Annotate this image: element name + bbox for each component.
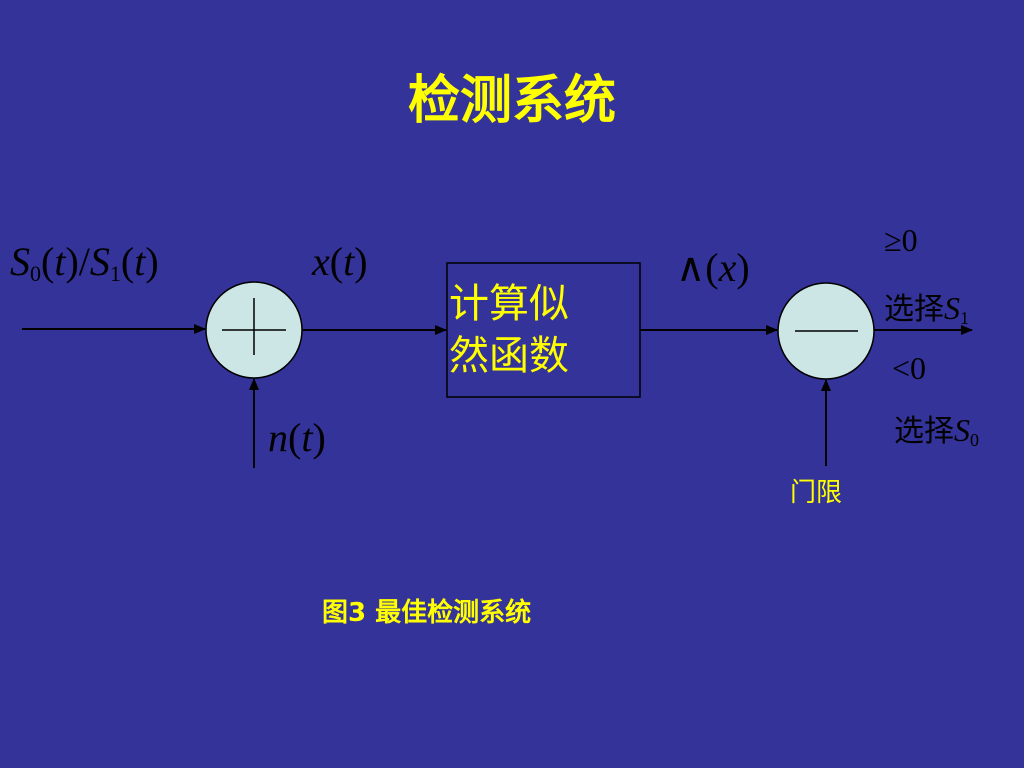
- s0-symbol: S: [10, 239, 30, 284]
- figure-caption-text: 图3 最佳检测系统: [322, 598, 532, 628]
- choose-s1-label: 选择S1: [884, 284, 969, 329]
- choose-s1-sub: 1: [960, 308, 969, 328]
- lt-zero-label: <0: [892, 350, 927, 386]
- choose-s0-label: 选择S0: [894, 406, 979, 451]
- block-line-1: 计算似: [449, 281, 569, 327]
- s1-symbol: S: [89, 239, 110, 284]
- x-arg: t: [343, 239, 355, 284]
- noise-label: n(t): [268, 415, 326, 460]
- s0-sub: 0: [30, 261, 41, 286]
- threshold-label: 门限: [790, 478, 843, 508]
- choose-s0-text: 选择: [894, 414, 954, 449]
- block-line-2: 然函数: [449, 333, 569, 379]
- n-arg: t: [301, 415, 313, 460]
- likelihood-output-label: ∧(x): [676, 245, 750, 290]
- choose-s0-sub: 0: [970, 430, 979, 450]
- choose-s0-symbol: S: [954, 412, 970, 448]
- n-symbol: n: [268, 415, 288, 460]
- s1-sub: 1: [109, 261, 121, 286]
- lambda-symbol: ∧: [676, 245, 706, 290]
- ge-zero-label: ≥0: [884, 222, 918, 258]
- input-signal-label: S0(t)/S1(t): [10, 239, 159, 286]
- page-title: 检测系统: [407, 71, 616, 131]
- summed-signal-label: x(t): [312, 239, 368, 284]
- choose-s1-text: 选择: [884, 292, 944, 327]
- likelihood-block-label: 计算似 然函数: [449, 278, 639, 382]
- s0-arg: t: [54, 239, 66, 284]
- s1-arg: t: [134, 239, 146, 284]
- slash: /: [78, 239, 90, 284]
- x-symbol: x: [312, 239, 330, 284]
- choose-s1-symbol: S: [944, 290, 960, 326]
- lambda-arg: x: [718, 245, 737, 290]
